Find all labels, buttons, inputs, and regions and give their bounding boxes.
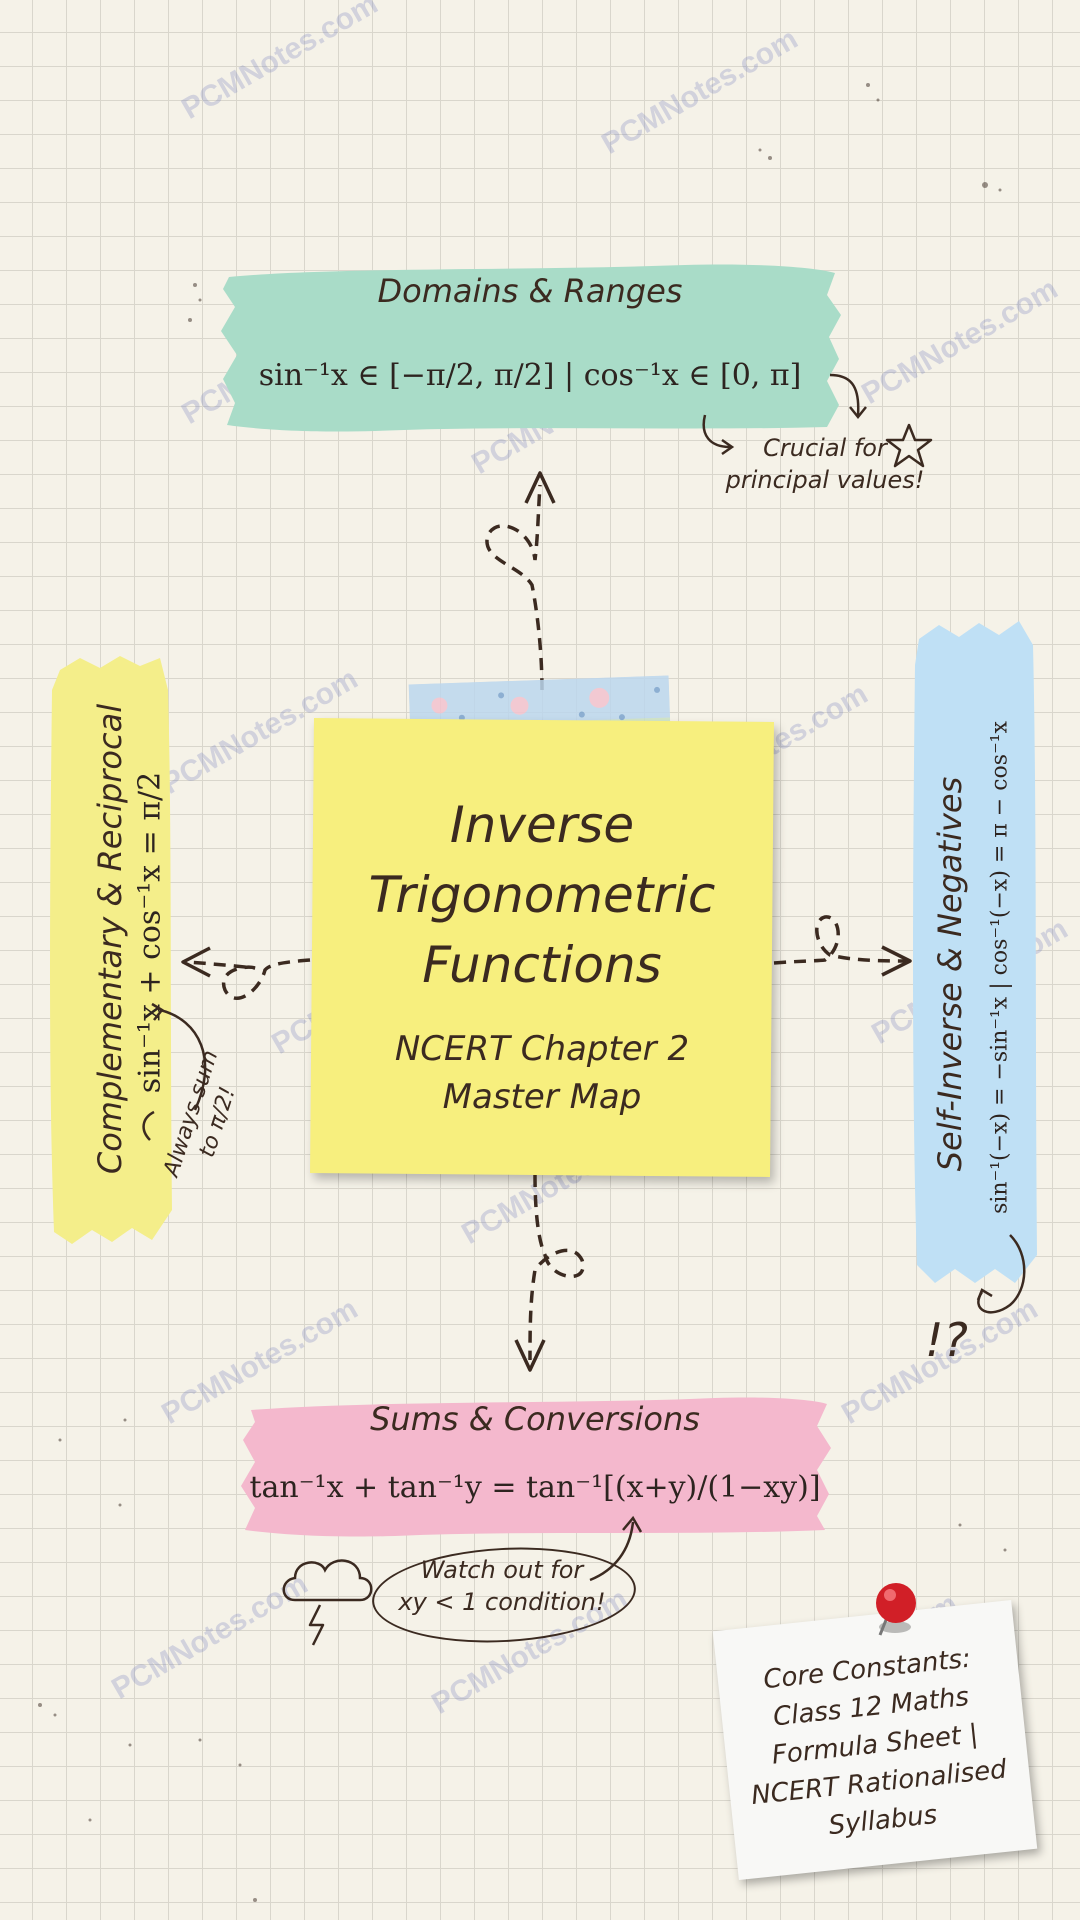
domains-note-line1: Crucial for [763,434,887,462]
domains-heading: Domains & Ranges [377,272,683,310]
subtitle: NCERT Chapter 2 Master Map [312,1025,772,1121]
complementary-card [40,650,180,1250]
complementary-heading: Complementary & Reciprocal [91,703,129,1175]
arrow-up-icon [485,471,556,691]
domains-card [215,255,845,440]
sums-note: Watch out for xy < 1 condition! [372,1554,632,1618]
sums-note-line2: xy < 1 condition! [398,1588,606,1616]
sums-heading: Sums & Conversions [370,1400,700,1438]
domains-formula: sin⁻¹x ∈ [−π/2, π/2] | cos⁻¹x ∈ [0, π] [258,358,802,393]
sums-note-line1: Watch out for [420,1556,584,1584]
title-line1: Inverse [449,796,635,854]
arrow-right-icon [773,915,912,977]
arrow-down-icon [514,1174,585,1372]
sums-card [235,1390,835,1540]
self-inverse-formula: sin⁻¹(−x) = −sin⁻¹x | cos⁻¹(−x) = π − co… [987,721,1013,1214]
domains-note: Crucial for principal values! [715,432,935,496]
complementary-callout-arrow [142,1002,207,1141]
sums-formula: tan⁻¹x + tan⁻¹y = tan⁻¹[(x+y)/(1−xy)] [249,1470,821,1505]
arrow-left-icon [181,946,311,1000]
star-icon [885,423,933,468]
sums-callout-arrow [589,1515,643,1582]
svg-text:!?: !? [925,1313,968,1367]
title-line3: Functions [422,936,662,994]
domains-note-line2: principal values! [725,466,925,494]
pink-brush-stroke [241,1397,831,1537]
self-inverse-callout-arrow [976,1234,1026,1314]
self-inverse-card [905,615,1045,1290]
push-pin-icon [876,1583,916,1636]
yellow-brush-stroke [50,656,172,1244]
main-title: Inverse Trigonometric Functions [312,790,772,1000]
blue-brush-stroke [913,621,1037,1283]
subtitle-line1: NCERT Chapter 2 [394,1029,690,1069]
subtitle-line2: Master Map [442,1077,642,1117]
title-line2: Trigonometric [368,866,716,924]
cloud-icon [282,1559,373,1646]
self-inverse-heading: Self-Inverse & Negatives [931,776,969,1172]
exclaim-question-icon: !? [925,1313,968,1367]
green-brush-stroke [221,264,841,432]
domains-callout-arrow [702,373,867,456]
constants-text: Core Constants: Class 12 Maths Formula S… [716,1635,1034,1855]
